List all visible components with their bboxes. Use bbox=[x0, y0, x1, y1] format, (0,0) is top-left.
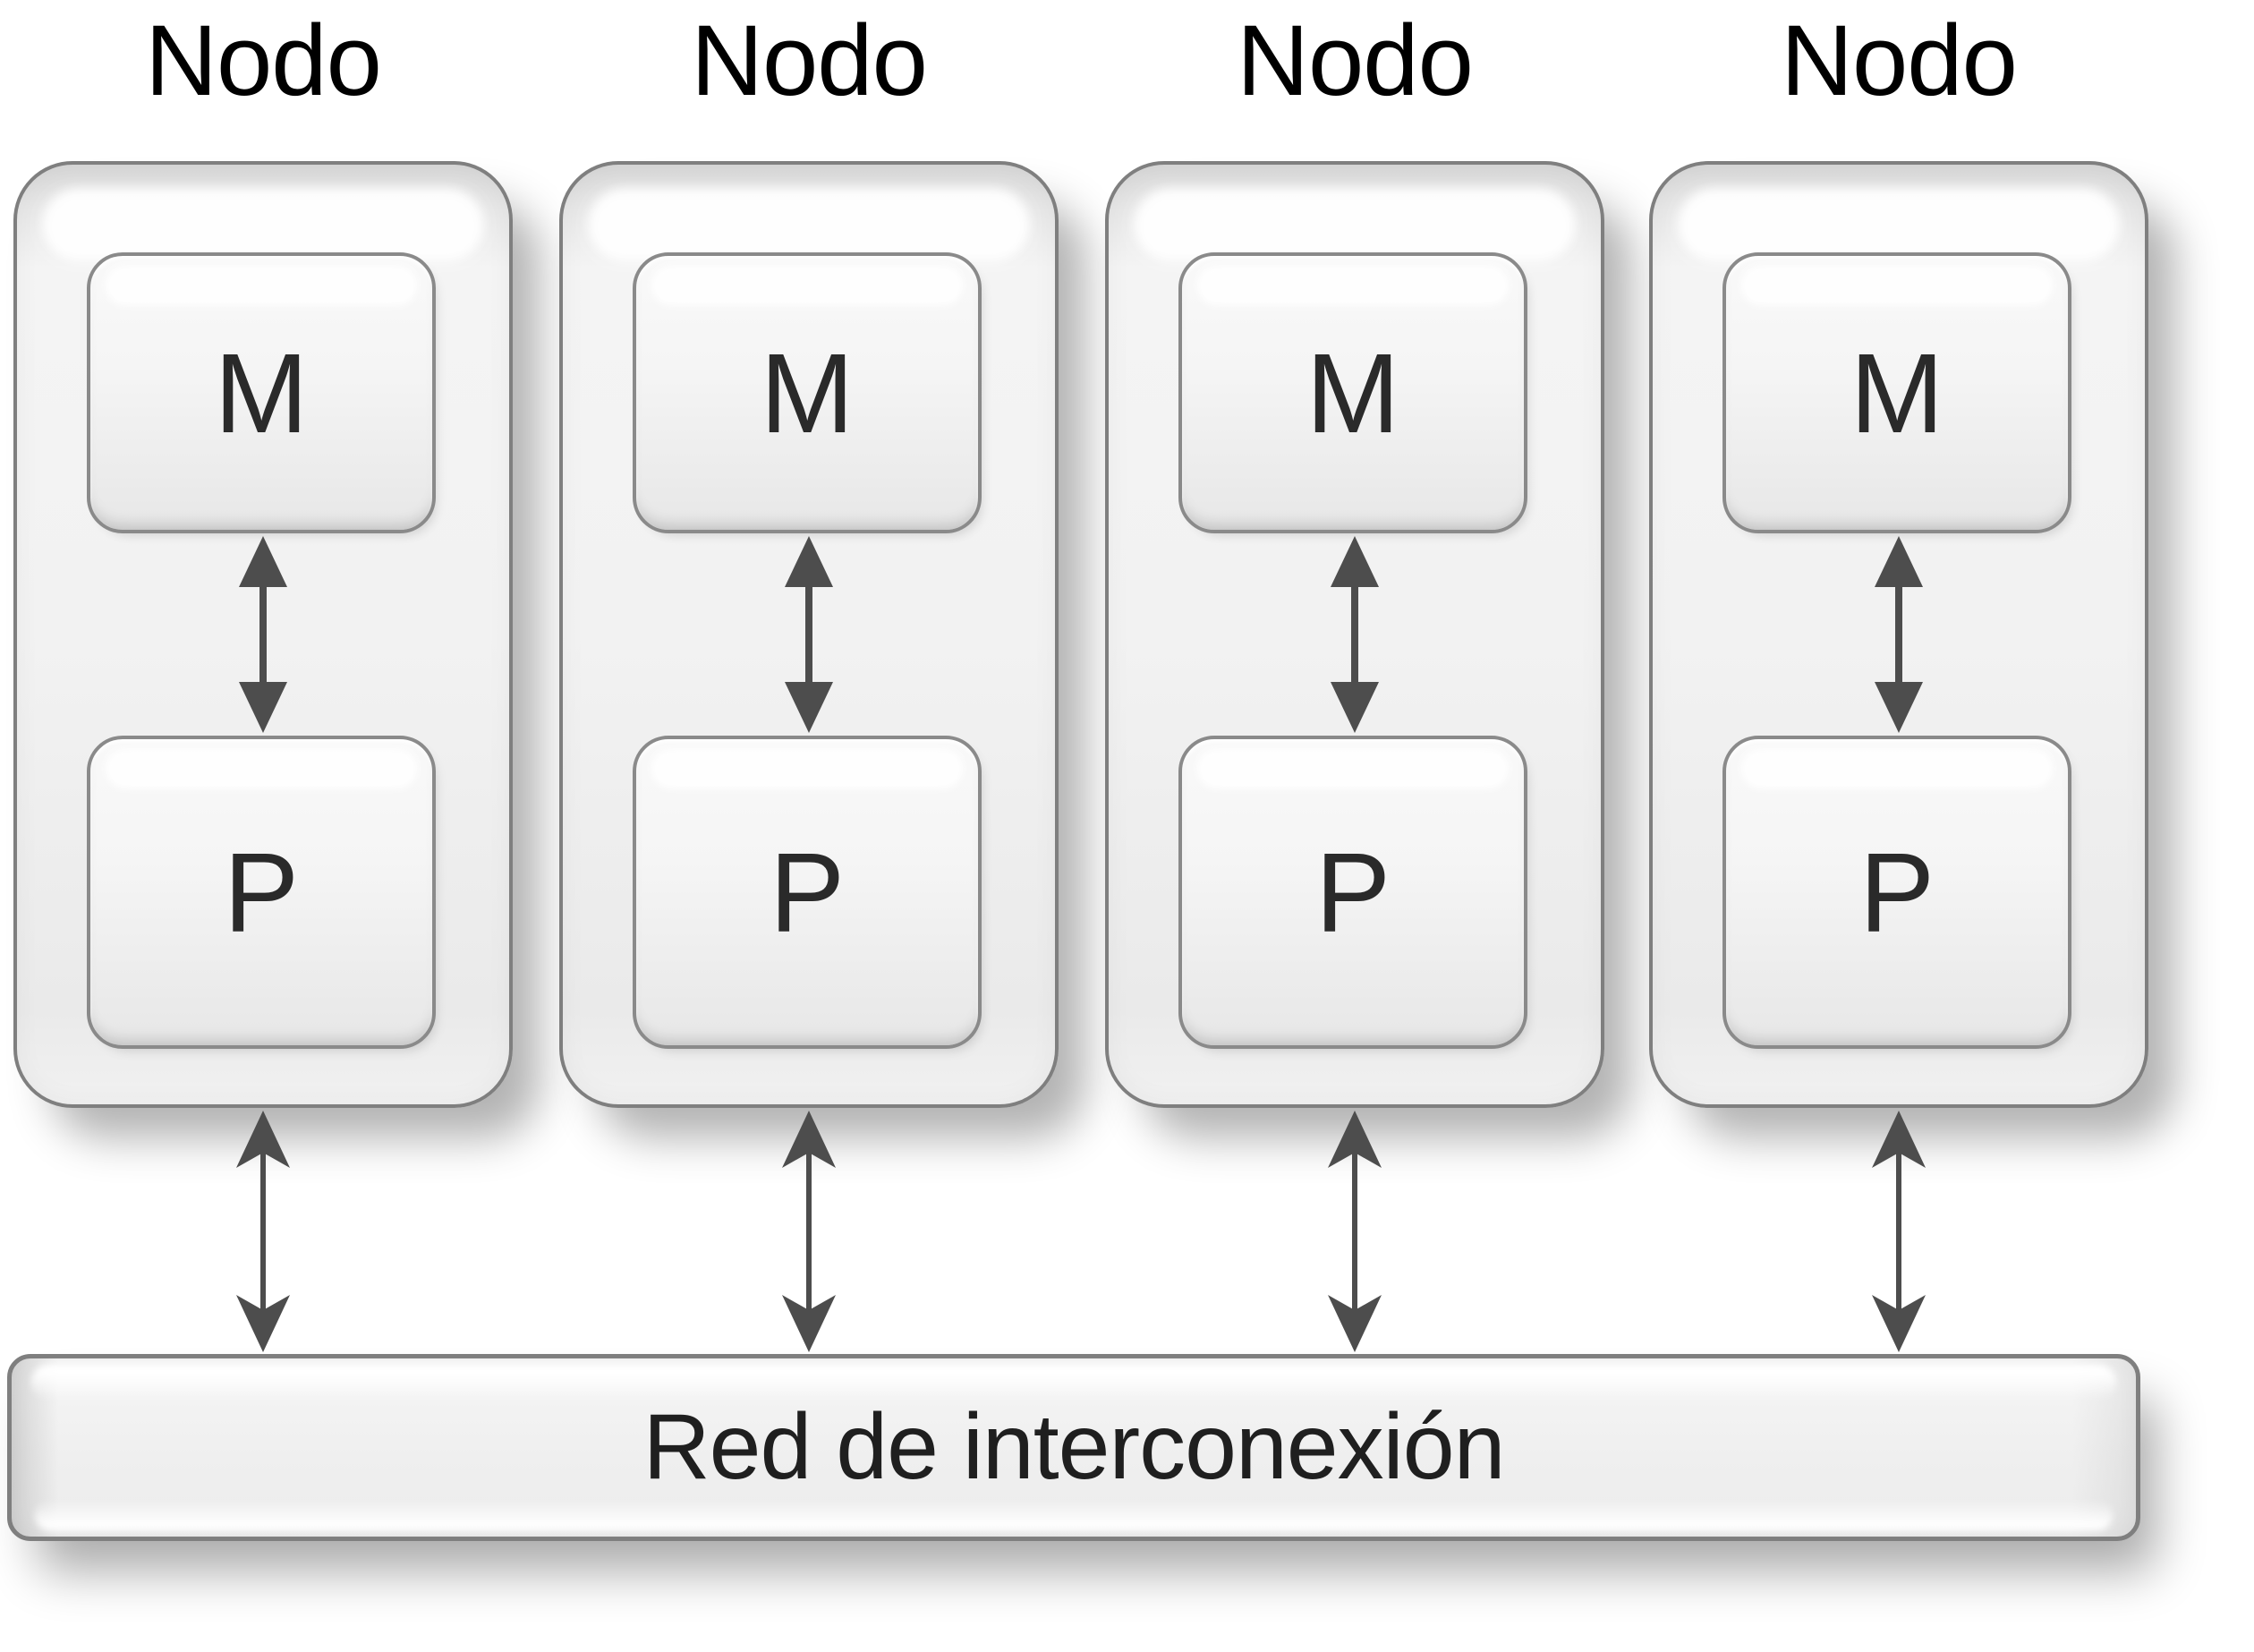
node-container: M P bbox=[1649, 161, 2148, 1108]
node-container: M P bbox=[1105, 161, 1604, 1108]
memory-processor-arrow bbox=[239, 536, 287, 733]
processor-box: P bbox=[633, 736, 982, 1049]
node-column: Nodo M P bbox=[559, 0, 1059, 1652]
node-title: Nodo bbox=[1781, 4, 2018, 116]
node-column: Nodo M P bbox=[13, 0, 513, 1652]
memory-label: M bbox=[1850, 329, 1944, 456]
node-column: Nodo M P bbox=[1105, 0, 1604, 1652]
memory-processor-arrow bbox=[1331, 536, 1379, 733]
memory-processor-arrow bbox=[785, 536, 833, 733]
processor-label: P bbox=[769, 829, 846, 956]
network-label: Red de interconexión bbox=[642, 1395, 1506, 1499]
node-container: M P bbox=[13, 161, 513, 1108]
memory-box: M bbox=[1722, 252, 2071, 533]
node-network-arrow bbox=[236, 1111, 290, 1352]
processor-box: P bbox=[1178, 736, 1527, 1049]
node-title: Nodo bbox=[145, 4, 382, 116]
processor-label: P bbox=[1858, 829, 1935, 956]
processor-box: P bbox=[1722, 736, 2071, 1049]
processor-label: P bbox=[1314, 829, 1391, 956]
memory-label: M bbox=[214, 329, 309, 456]
memory-label: M bbox=[760, 329, 855, 456]
processor-box: P bbox=[87, 736, 436, 1049]
memory-box: M bbox=[1178, 252, 1527, 533]
memory-processor-arrow bbox=[1875, 536, 1923, 733]
node-network-arrow bbox=[1872, 1111, 1926, 1352]
node-title: Nodo bbox=[691, 4, 928, 116]
node-network-arrow bbox=[1328, 1111, 1382, 1352]
memory-box: M bbox=[87, 252, 436, 533]
network-bar: Red de interconexión bbox=[7, 1354, 2140, 1541]
node-container: M P bbox=[559, 161, 1059, 1108]
memory-label: M bbox=[1306, 329, 1400, 456]
node-title: Nodo bbox=[1237, 4, 1474, 116]
processor-label: P bbox=[223, 829, 300, 956]
node-column: Nodo M P bbox=[1649, 0, 2148, 1652]
node-network-arrow bbox=[782, 1111, 836, 1352]
memory-box: M bbox=[633, 252, 982, 533]
